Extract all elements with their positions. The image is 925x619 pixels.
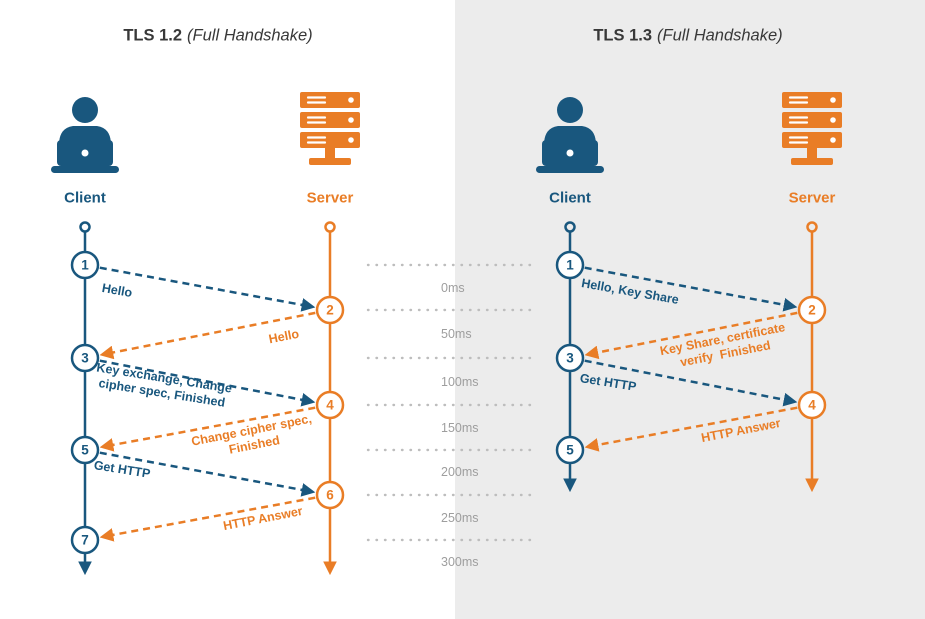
tls12-server-label: Server <box>306 189 354 207</box>
time-label: 50ms <box>441 327 472 341</box>
message-label: Key exchange, Change cipher spec, Finish… <box>95 360 233 410</box>
tls13-title-subtitle: (Full Handshake) <box>657 26 783 45</box>
node-circle <box>70 343 100 373</box>
time-label: 300ms <box>441 555 479 569</box>
time-label: 0ms <box>441 281 465 295</box>
time-label: 250ms <box>441 511 479 525</box>
tls12-title-subtitle: (Full Handshake) <box>187 26 313 45</box>
time-label: 100ms <box>441 375 479 389</box>
node-number: 1 <box>81 257 89 273</box>
node-circle <box>797 390 827 420</box>
node-circle <box>555 343 585 373</box>
lifeline-start-dot <box>324 221 336 233</box>
lifeline-start-dot <box>564 221 576 233</box>
message-label: HTTP Answer <box>700 415 782 446</box>
lifeline-start-dot <box>806 221 818 233</box>
tls13-client-label: Client <box>549 189 591 207</box>
node-circle <box>70 525 100 555</box>
tls13-title-version: TLS 1.3 <box>593 26 653 45</box>
node-circle <box>70 435 100 465</box>
message-label: HTTP Answer <box>222 503 304 534</box>
node-circle <box>70 250 100 280</box>
tls12-title: TLS 1.2 (Full Handshake) <box>123 27 312 46</box>
tls13-server-lifeline <box>805 221 819 493</box>
node-number: 4 <box>808 397 816 413</box>
message-label: Hello <box>267 326 301 347</box>
time-label: 200ms <box>441 465 479 479</box>
tls12-title-version: TLS 1.2 <box>123 26 183 45</box>
message-label: Get HTTP <box>578 371 638 394</box>
time-label: 150ms <box>441 421 479 435</box>
tls12-client-label: Client <box>64 189 106 207</box>
message-label: Hello, Key Share <box>580 276 680 307</box>
message-label: Get HTTP <box>92 458 152 481</box>
node-circle <box>315 480 345 510</box>
node-number: 2 <box>808 302 816 318</box>
time-gridlines <box>366 263 534 542</box>
node-number: 4 <box>326 397 334 413</box>
node-circle <box>797 295 827 325</box>
node-number: 5 <box>566 442 574 458</box>
tls13-server-label: Server <box>788 189 836 207</box>
message-label: Change cipher spec, Finished <box>190 411 313 457</box>
node-number: 1 <box>566 257 574 273</box>
node-number: 6 <box>326 487 334 503</box>
event-nodes <box>70 250 827 555</box>
node-circle <box>315 390 345 420</box>
lifeline-start-dot <box>79 221 91 233</box>
node-circle <box>555 250 585 280</box>
node-circle <box>315 295 345 325</box>
message-label: Key Share, certificate verify Finished <box>658 320 787 370</box>
tls13-title: TLS 1.3 (Full Handshake) <box>593 27 782 46</box>
node-number: 7 <box>81 532 89 548</box>
message-label: Hello <box>100 280 134 301</box>
node-number: 3 <box>81 350 89 366</box>
node-number: 2 <box>326 302 334 318</box>
node-number: 5 <box>81 442 89 458</box>
tls13-panel-background <box>455 0 925 619</box>
node-circle <box>555 435 585 465</box>
tls12-client-lifeline <box>78 221 92 576</box>
node-number: 3 <box>566 350 574 366</box>
